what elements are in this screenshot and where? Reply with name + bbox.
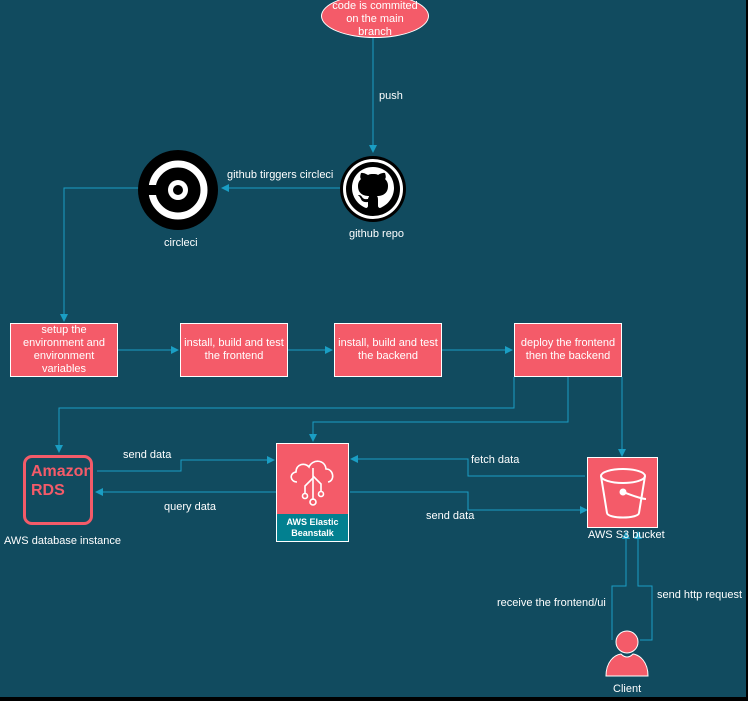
edge-receive-frontend [611, 531, 630, 640]
edge-label-push: push [379, 90, 403, 102]
edge-label-send-data-rds: send data [123, 449, 172, 461]
elastic-beanstalk-icon [290, 460, 334, 506]
commit-label: code is commited on the main branch [332, 0, 418, 38]
commit-node: code is commited on the main branch [321, 0, 429, 38]
deploy-step: deploy the frontend then the backend [514, 323, 622, 377]
s3-bucket-icon [600, 468, 647, 519]
edge-deploy-to-beanstalk [309, 377, 569, 442]
edge-deploy-to-rds [55, 377, 515, 453]
amazon-rds-icon: Amazon RDS [23, 455, 93, 525]
s3-caption: AWS S3 bucket [588, 529, 665, 541]
edge-fetch-data [350, 455, 585, 477]
edge-send-http [634, 531, 653, 641]
edge-label-receive-frontend: receive the frontend/ui [497, 597, 606, 609]
github-label: github repo [349, 228, 405, 240]
rds-caption: AWS database instance [4, 535, 121, 547]
rds-logo-line2: RDS [31, 482, 65, 499]
deploy-label: deploy the frontend then the backend [520, 337, 616, 362]
build-backend-step: install, build and test the backend [334, 323, 442, 377]
edge-beanstalk-send-data [350, 491, 588, 514]
build-frontend-step: install, build and test the frontend [180, 323, 288, 377]
build-backend-label: install, build and test the backend [338, 337, 438, 362]
elastic-beanstalk-node: AWS Elastic Beanstalk [276, 443, 349, 542]
edge-label-triggers: github tirggers circleci [227, 169, 334, 181]
circleci-logo-icon [138, 150, 218, 230]
circleci-label: circleci [164, 237, 198, 249]
client-label: Client [613, 683, 642, 695]
edge-circleci-to-setup [60, 187, 140, 322]
edge-label-send-http: send http request [657, 589, 743, 601]
user-icon [605, 630, 649, 677]
github-octocat-icon [340, 156, 406, 222]
setup-environment-label: setup the environment and environment va… [23, 324, 105, 375]
beanstalk-caption: AWS Elastic Beanstalk [277, 514, 348, 541]
rds-logo-line1: Amazon [31, 463, 94, 480]
edge-label-query-data: query data [164, 501, 216, 513]
edge-rds-send-data [97, 456, 275, 472]
edge-label-fetch-data: fetch data [471, 454, 520, 466]
edge-label-send-data-s3: send data [426, 510, 475, 522]
build-frontend-label: install, build and test the frontend [184, 337, 284, 362]
s3-bucket-node [587, 457, 658, 528]
setup-environment-step: setup the environment and environment va… [10, 323, 118, 377]
